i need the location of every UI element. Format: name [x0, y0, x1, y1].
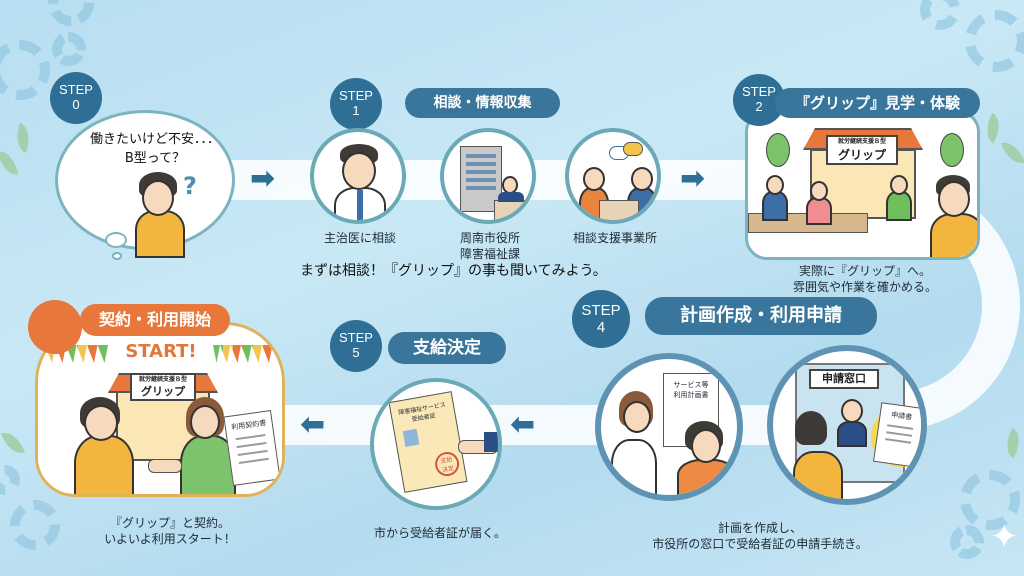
- step-caption: 計画を作成し、 市役所の窓口で受給者証の申請手続き。: [652, 521, 868, 551]
- gear-icon: [920, 0, 960, 30]
- sparkle-icon: ✦: [990, 517, 1019, 557]
- gear-icon: [965, 10, 1024, 72]
- question-mark-icon: ?: [183, 172, 197, 200]
- step-title: 支給決定: [388, 332, 506, 364]
- arrow-right-icon: ➡: [680, 161, 706, 196]
- window-sign: 申請窓口: [809, 369, 879, 389]
- leaf-icon: [11, 123, 35, 153]
- gear-icon: [950, 525, 984, 559]
- step-title: 契約・利用開始: [80, 304, 230, 336]
- gear-icon: [0, 40, 50, 100]
- leaf-icon: [0, 148, 19, 178]
- step-note: まずは相談！『グリップ』の事も聞いてみよう。: [300, 263, 607, 279]
- step-title: 『グリップ』見学・体験: [775, 88, 980, 118]
- arrow-left-icon: ⬅: [510, 407, 536, 442]
- leaf-icon: [1, 428, 25, 458]
- grip-sign: 就労継続支援Ｂ型 グリップ: [826, 135, 898, 165]
- leaf-icon: [999, 427, 1024, 459]
- city-hall-illustration: [440, 128, 536, 224]
- step-badge: STEP 0: [50, 72, 102, 124]
- bunting: [213, 345, 282, 363]
- item-label: 主治医に相談: [323, 231, 396, 245]
- grip-sign: 就労継続支援Ｂ型 グリップ: [130, 373, 196, 401]
- step-caption: 実際に『グリップ』へ。 雰囲気や作業を確かめる。: [792, 264, 937, 294]
- step-badge: STEP 5: [330, 320, 382, 372]
- gear-icon: [0, 465, 20, 495]
- step-title: 相談・情報収集: [405, 88, 560, 118]
- leaf-icon: [979, 112, 1007, 144]
- step-caption: 『グリップ』と契約。 いよいよ利用スタート！: [104, 516, 236, 546]
- certificate-illustration: 障害福祉サービス 受給者証 支給 決定: [370, 378, 502, 510]
- gear-icon: [960, 470, 1020, 530]
- leaf-icon: [1001, 138, 1024, 168]
- arrow-right-icon: ➡: [250, 161, 276, 196]
- planning-illustration: サービス等 利用計画書: [595, 353, 743, 501]
- application-window-illustration: 申請窓口 申請書: [767, 345, 927, 505]
- thought-bubble-tail: [112, 252, 122, 260]
- step-badge: STEP 4: [572, 290, 630, 348]
- contract-illustration: START! 就労継続支援Ｂ型 グリップ 利用契約書: [35, 322, 285, 497]
- handshake: [148, 459, 182, 473]
- bubble-text: 働きたいけど不安．．． B型って？: [89, 132, 220, 166]
- contract-document: 利用契約書: [223, 410, 281, 486]
- gear-icon: [10, 500, 60, 550]
- gear-icon: [52, 32, 86, 66]
- start-banner: START!: [125, 341, 197, 362]
- step-badge-orange: [28, 300, 82, 354]
- visit-illustration: 就労継続支援Ｂ型 グリップ: [745, 110, 980, 260]
- approval-stamp: 支給 決定: [433, 450, 462, 478]
- item-label: 相談支援事業所: [572, 231, 657, 245]
- step-caption: 市から受給者証が届く。: [373, 526, 506, 540]
- step-title: 計画作成・利用申請: [645, 297, 877, 335]
- step-badge: STEP 1: [330, 78, 382, 130]
- certificate-document: 障害福祉サービス 受給者証 支給 決定: [388, 391, 468, 493]
- arrow-left-icon: ⬅: [300, 407, 326, 442]
- application-form: 申請書: [873, 402, 921, 468]
- item-label: 周南市役所 障害福祉課: [459, 231, 520, 261]
- thought-bubble-tail: [105, 232, 127, 248]
- gear-icon: [48, 0, 94, 26]
- counseling-illustration: [565, 128, 661, 224]
- doctor-illustration: [310, 128, 406, 224]
